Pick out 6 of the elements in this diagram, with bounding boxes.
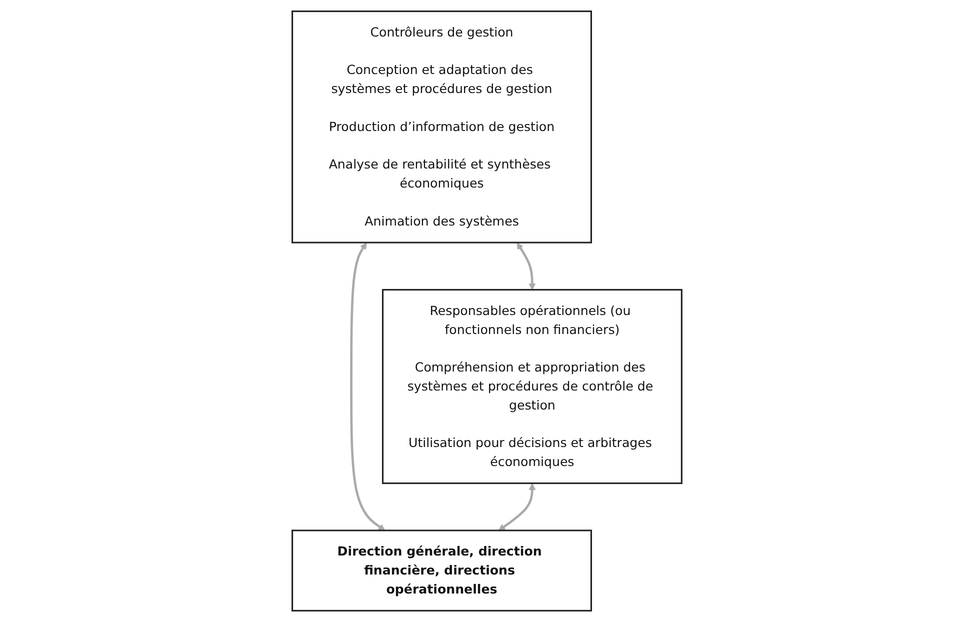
arrow [516,242,536,290]
node-box: Contrôleurs de gestion Conception et adaptation des systèmes et procédures de gestion Production d’information de gestion Analyse de rentabilité et synthèses économiques Animation des systèmes [291,10,592,244]
arrow [498,483,536,531]
node-box: Direction générale, direction financière, directions opérationnelles [291,530,592,612]
arrow [350,242,385,531]
node-box: Responsables opérationnels (ou fonctionnels non financiers) Compréhension et appropriation des systèmes et procédures de contrôle de gestion Utilisation pour décisions et arbitrages économiques [381,288,682,484]
